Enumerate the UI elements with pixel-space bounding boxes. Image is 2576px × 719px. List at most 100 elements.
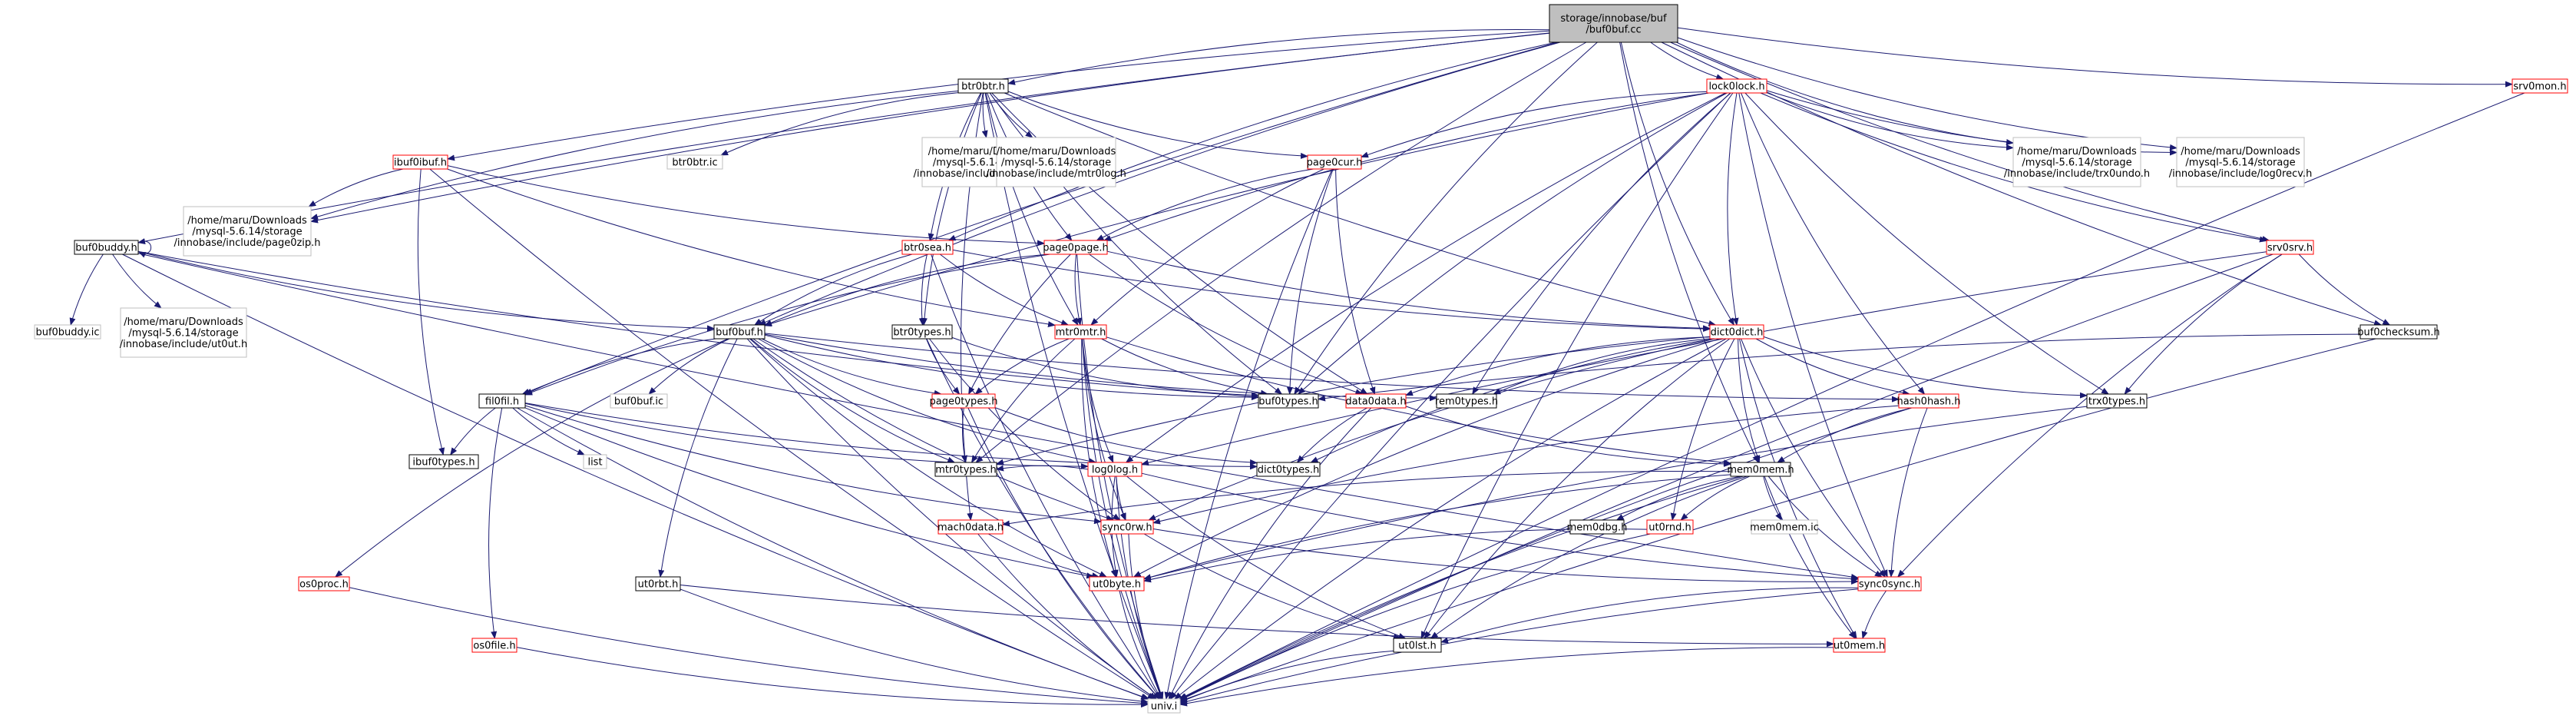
node-box-mem0dbg[interactable] [1569, 519, 1625, 535]
node-ut0byte[interactable]: ut0byte.h [1089, 576, 1145, 591]
node-ibuf0types[interactable]: ibuf0types.h [408, 454, 479, 469]
node-sync0rw[interactable]: sync0rw.h [1100, 519, 1154, 535]
node-box-page0cur[interactable] [1307, 154, 1362, 170]
node-ut0mem[interactable]: ut0mem.h [1833, 638, 1886, 653]
node-mem0mem_ic[interactable]: mem0mem.ic [1750, 519, 1819, 535]
node-page0page[interactable]: page0page.h [1043, 240, 1109, 255]
node-mtr0log[interactable]: /home/maru/Downloads/mysql-5.6.14/storag… [986, 137, 1126, 187]
node-box-mach0data[interactable] [937, 519, 1004, 535]
node-box-buf0buddy[interactable] [74, 240, 139, 255]
node-box-buf0buf_ic[interactable] [610, 393, 668, 409]
node-univ[interactable]: univ.i [1147, 698, 1181, 714]
node-trx0undo[interactable]: /home/maru/Downloads/mysql-5.6.14/storag… [2004, 137, 2150, 187]
node-box-mtr0log[interactable] [996, 137, 1116, 187]
node-mtr0mtr[interactable]: mtr0mtr.h [1054, 324, 1107, 340]
node-fil0fil[interactable]: fil0fil.h [478, 393, 526, 409]
node-label-ut0ut-line-0: /home/maru/Downloads [124, 316, 243, 328]
node-log0log[interactable]: log0log.h [1087, 462, 1143, 477]
node-box-mtr0types[interactable] [934, 462, 997, 477]
node-box-list[interactable] [583, 454, 607, 469]
node-box-ut0rnd[interactable] [1646, 519, 1694, 535]
node-root[interactable]: storage/innobase/buf/buf0buf.cc [1549, 4, 1678, 43]
node-hash0hash[interactable]: hash0hash.h [1896, 393, 1961, 409]
node-box-rem0types[interactable] [1436, 393, 1497, 409]
node-box-univ[interactable] [1147, 698, 1181, 714]
node-buf0buddy_ic[interactable]: buf0buddy.ic [34, 324, 101, 340]
node-box-btr0types[interactable] [891, 324, 953, 340]
node-mem0mem[interactable]: mem0mem.h [1727, 462, 1794, 477]
node-box-buf0types[interactable] [1258, 393, 1319, 409]
node-page0types[interactable]: page0types.h [930, 393, 998, 409]
node-box-buf0checksum[interactable] [2359, 324, 2438, 340]
node-box-ibuf0ibuf[interactable] [392, 154, 448, 170]
node-os0file[interactable]: os0file.h [471, 638, 518, 653]
node-mtr0types[interactable]: mtr0types.h [934, 462, 997, 477]
node-box-trx0types[interactable] [2086, 393, 2148, 409]
node-box-ut0byte[interactable] [1089, 576, 1145, 591]
node-buf0buddy[interactable]: buf0buddy.h [74, 240, 139, 255]
node-box-page0types[interactable] [931, 393, 996, 409]
node-box-buf0buddy_ic[interactable] [34, 324, 101, 340]
node-box-hash0hash[interactable] [1898, 393, 1959, 409]
node-box-mem0mem[interactable] [1730, 462, 1791, 477]
node-srv0mon[interactable]: srv0mon.h [2512, 78, 2568, 94]
node-buf0buf[interactable]: buf0buf.h [713, 324, 766, 340]
node-buf0checksum[interactable]: buf0checksum.h [2357, 324, 2440, 340]
node-page0cur[interactable]: page0cur.h [1307, 154, 1363, 170]
node-box-dict0types[interactable] [1256, 462, 1321, 477]
node-btr0btr[interactable]: btr0btr.h [957, 78, 1009, 94]
node-os0proc[interactable]: os0proc.h [298, 576, 350, 591]
node-box-dict0dict[interactable] [1709, 324, 1764, 340]
node-box-lock0lock[interactable] [1706, 78, 1767, 94]
node-ut0ut[interactable]: /home/maru/Downloads/mysql-5.6.14/storag… [120, 307, 248, 358]
node-box-mem0mem_ic[interactable] [1751, 519, 1818, 535]
node-sync0sync[interactable]: sync0sync.h [1857, 576, 1922, 591]
node-dict0dict[interactable]: dict0dict.h [1709, 324, 1764, 340]
node-box-data0data[interactable] [1345, 393, 1407, 409]
node-btr0sea[interactable]: btr0sea.h [901, 240, 954, 255]
node-btr0types[interactable]: btr0types.h [891, 324, 953, 340]
node-box-os0proc[interactable] [298, 576, 350, 591]
node-data0data[interactable]: data0data.h [1345, 393, 1407, 409]
node-trx0types[interactable]: trx0types.h [2086, 393, 2148, 409]
node-box-btr0sea[interactable] [901, 240, 954, 255]
node-srv0srv[interactable]: srv0srv.h [2266, 240, 2314, 255]
node-ut0rbt[interactable]: ut0rbt.h [635, 576, 681, 591]
node-box-log0recv[interactable] [2176, 137, 2305, 187]
node-box-ibuf0types[interactable] [408, 454, 479, 469]
node-page0zip[interactable]: /home/maru/Downloads/mysql-5.6.14/storag… [174, 206, 321, 257]
node-mach0data[interactable]: mach0data.h [937, 519, 1004, 535]
node-box-sync0sync[interactable] [1857, 576, 1922, 591]
node-list[interactable]: list [583, 454, 607, 469]
node-lock0lock[interactable]: lock0lock.h [1706, 78, 1767, 94]
node-box-ut0rbt[interactable] [635, 576, 681, 591]
node-ut0rnd[interactable]: ut0rnd.h [1646, 519, 1694, 535]
node-box-root[interactable] [1549, 4, 1678, 43]
node-box-srv0mon[interactable] [2512, 78, 2568, 94]
node-rem0types[interactable]: rem0types.h [1435, 393, 1498, 409]
node-ibuf0ibuf[interactable]: ibuf0ibuf.h [392, 154, 448, 170]
node-mem0dbg[interactable]: mem0dbg.h [1567, 519, 1628, 535]
node-ut0lst[interactable]: ut0lst.h [1393, 638, 1442, 653]
node-buf0buf_ic[interactable]: buf0buf.ic [610, 393, 668, 409]
node-box-btr0btr[interactable] [957, 78, 1009, 94]
node-buf0types[interactable]: buf0types.h [1258, 393, 1319, 409]
node-box-ut0lst[interactable] [1393, 638, 1442, 653]
node-box-btr0btr_ic[interactable] [666, 154, 723, 170]
node-box-os0file[interactable] [471, 638, 518, 653]
node-box-page0zip[interactable] [183, 206, 312, 257]
node-box-sync0rw[interactable] [1100, 519, 1154, 535]
node-box-page0page[interactable] [1043, 240, 1108, 255]
node-log0recv[interactable]: /home/maru/Downloads/mysql-5.6.14/storag… [2169, 137, 2313, 187]
node-box-ut0ut[interactable] [120, 307, 247, 358]
node-box-fil0fil[interactable] [478, 393, 526, 409]
node-box-srv0srv[interactable] [2266, 240, 2314, 255]
node-box-trx0undo[interactable] [2012, 137, 2141, 187]
node-dict0types[interactable]: dict0types.h [1256, 462, 1321, 477]
node-box-mtr0mtr[interactable] [1054, 324, 1107, 340]
node-btr0btr_ic[interactable]: btr0btr.ic [666, 154, 723, 170]
node-box-ut0mem[interactable] [1833, 638, 1886, 653]
node-box-buf0buf[interactable] [713, 324, 766, 340]
node-box-log0log[interactable] [1087, 462, 1143, 477]
